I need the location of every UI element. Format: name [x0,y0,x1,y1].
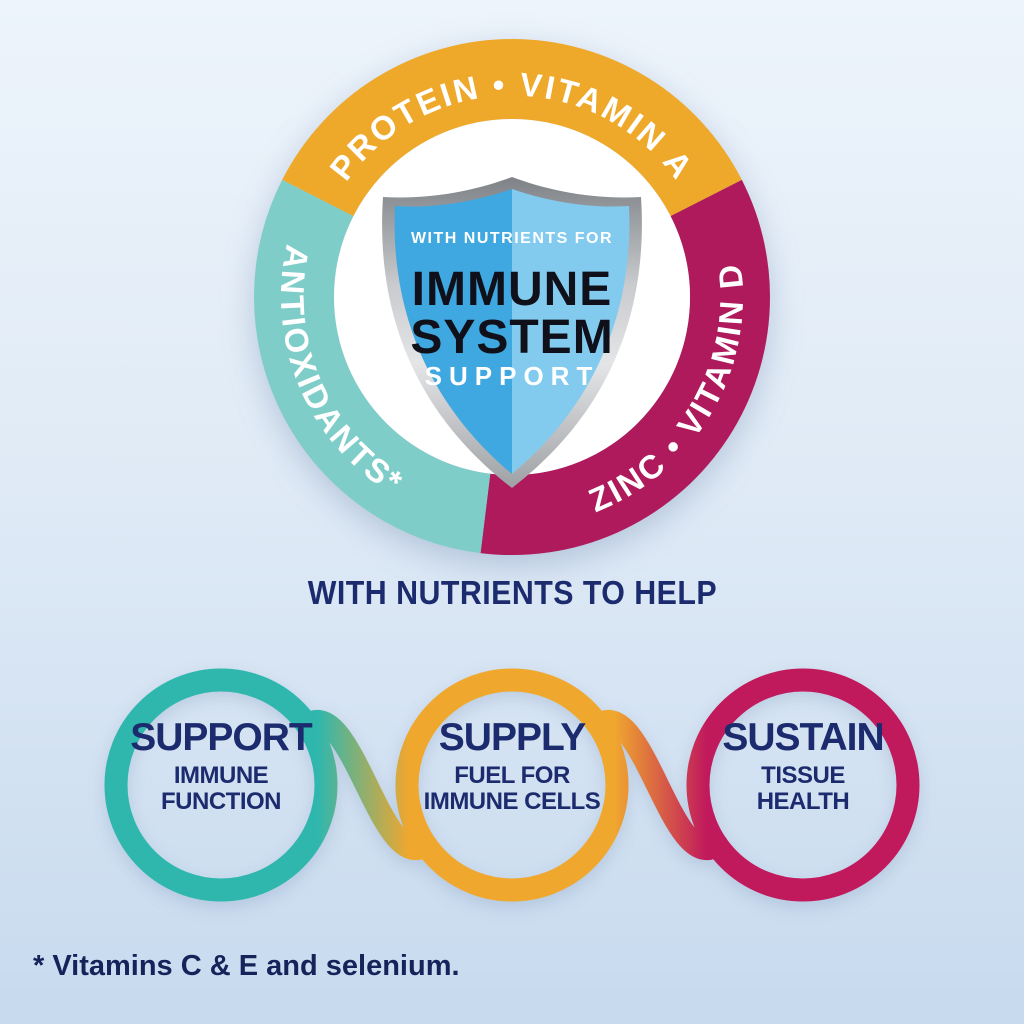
section-heading-text: WITH NUTRIENTS TO HELP [307,574,717,611]
ring-segment-protein-vitamin-a [282,39,742,217]
shield-eyebrow: WITH NUTRIENTS FOR [411,230,613,247]
benefit-line2: HEALTH [756,788,850,816]
benefit-supply-fuel: SUPPLY FUEL FOR IMMUNE CELLS [392,716,632,816]
ring-segment-antioxidants [254,179,491,554]
benefit-title: SUPPLY [438,716,586,759]
benefit-line1: IMMUNE [173,761,269,789]
shield-title-line1: IMMUNE [412,263,613,316]
benefit-support-immune-function: SUPPORT IMMUNE FUNCTION [101,716,341,816]
benefits-ribbon [104,668,920,902]
ribbon-loop-support [104,668,338,902]
immune-shield: WITH NUTRIENTS FOR IMMUNE SYSTEM SUPPORT [382,177,642,488]
benefit-line2: IMMUNE CELLS [423,788,601,816]
benefit-line2: FUNCTION [161,788,281,816]
shield-subtitle: SUPPORT [425,361,600,391]
benefit-sustain-tissue-health: SUSTAIN TISSUE HEALTH [683,716,923,816]
ribbon-connector-2 [586,710,729,860]
benefit-line1: TISSUE [761,761,845,789]
shield-title-line2: SYSTEM [410,311,613,364]
ribbon-connector-1 [295,710,438,860]
ribbon-loop-sustain [686,668,920,902]
antioxidants-footnote: * Vitamins C & E and selenium. [33,950,460,982]
nutrient-ring: PROTEIN • VITAMIN A ZINC • VITAMIN D ANT… [254,39,770,556]
section-heading: WITH NUTRIENTS TO HELP [0,574,1024,612]
ribbon-loop-supply [395,668,629,902]
benefit-title: SUSTAIN [722,716,884,759]
benefit-title: SUPPORT [130,716,313,759]
shield-right-half [512,189,630,474]
shield-left-half [394,189,512,474]
ring-segment-zinc-vitamin-d [480,179,770,556]
benefit-line1: FUEL FOR [454,761,570,789]
